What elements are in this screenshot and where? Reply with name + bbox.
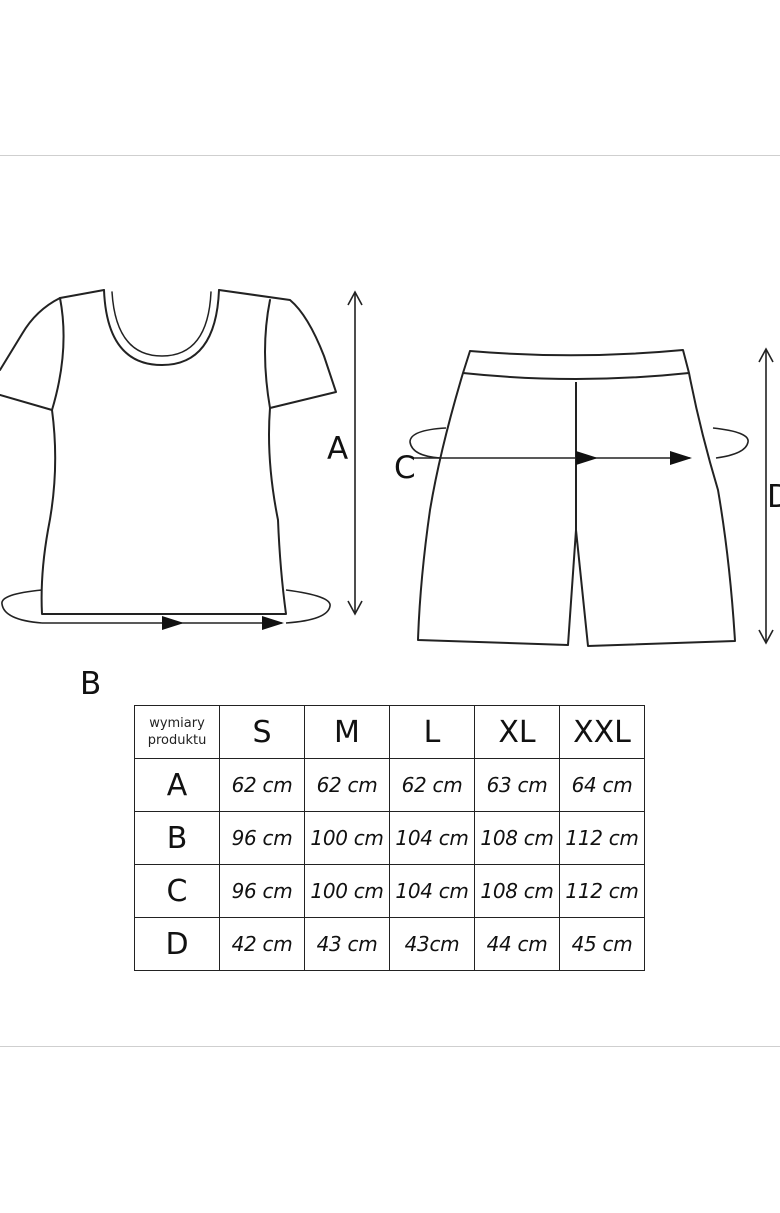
size-header-xl: XL — [474, 705, 560, 759]
size-header-m: M — [304, 705, 390, 759]
row-label-a: A — [134, 758, 220, 812]
tshirt-neckline-inner — [111, 291, 212, 357]
size-header-l: L — [389, 705, 475, 759]
table-row: A 62 cm 62 cm 62 cm 63 cm 64 cm — [134, 758, 645, 812]
bottom-divider — [0, 1046, 780, 1047]
table-cell: 42 cm — [219, 917, 305, 971]
tshirt-hem-measure — [1, 589, 331, 630]
size-header-s: S — [219, 705, 305, 759]
table-cell: 62 cm — [389, 758, 475, 812]
shorts-waistband — [462, 349, 690, 380]
tshirt-outline — [0, 289, 337, 615]
table-cell: 43cm — [389, 917, 475, 971]
shorts-drawing — [417, 349, 736, 647]
table-cell: 64 cm — [559, 758, 645, 812]
table-cell: 100 cm — [304, 864, 390, 918]
tshirt-left-sleeve-seam — [51, 297, 65, 411]
tshirt-drawing — [0, 289, 337, 615]
row-label-b: B — [134, 811, 220, 865]
table-cell: 108 cm — [474, 811, 560, 865]
label-b: B — [80, 666, 101, 702]
table-cell: 62 cm — [304, 758, 390, 812]
table-corner-caption: wymiary produktu — [134, 705, 220, 759]
top-divider — [0, 155, 780, 156]
label-a: A — [327, 431, 348, 467]
table-cell: 100 cm — [304, 811, 390, 865]
size-header-xxl: XXL — [559, 705, 645, 759]
row-label-d: D — [134, 917, 220, 971]
table-cell: 112 cm — [559, 811, 645, 865]
table-cell: 45 cm — [559, 917, 645, 971]
label-d: D — [767, 479, 780, 515]
tshirt-neckline-outer — [103, 289, 220, 366]
table-cell: 112 cm — [559, 864, 645, 918]
table-cell: 43 cm — [304, 917, 390, 971]
table-cell: 44 cm — [474, 917, 560, 971]
table-row: D 42 cm 43 cm 43cm 44 cm 45 cm — [134, 917, 645, 971]
table-cell: 62 cm — [219, 758, 305, 812]
table-cell: 96 cm — [219, 811, 305, 865]
label-c: C — [394, 450, 416, 486]
size-chart-table: wymiary produktu S M L XL XXL A 62 cm 62… — [134, 705, 645, 971]
table-cell: 108 cm — [474, 864, 560, 918]
length-measure-a — [347, 290, 363, 616]
table-cell: 104 cm — [389, 864, 475, 918]
row-label-c: C — [134, 864, 220, 918]
size-header-row: wymiary produktu S M L XL XXL — [134, 705, 645, 759]
shorts-hip-measure — [409, 427, 749, 465]
table-row: B 96 cm 100 cm 104 cm 108 cm 112 cm — [134, 811, 645, 865]
table-row: C 96 cm 100 cm 104 cm 108 cm 112 cm — [134, 864, 645, 918]
table-cell: 96 cm — [219, 864, 305, 918]
tshirt-right-sleeve-seam — [264, 299, 271, 409]
table-cell: 63 cm — [474, 758, 560, 812]
length-measure-d — [758, 347, 774, 645]
table-cell: 104 cm — [389, 811, 475, 865]
